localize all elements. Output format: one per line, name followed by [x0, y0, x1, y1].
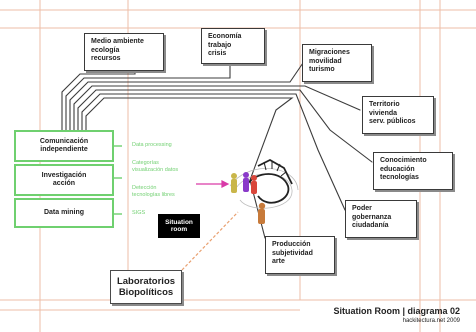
topic-line: crisis	[208, 50, 227, 57]
note-line: Detección	[132, 185, 157, 191]
wire-bundle	[61, 59, 373, 239]
dashed-link	[181, 211, 239, 271]
method-note: Data processing	[132, 142, 172, 149]
topic-line: ecología	[91, 46, 120, 54]
laboratorios-line: Laboratorios	[116, 276, 176, 287]
note-line: SIGS	[132, 210, 146, 216]
topic-line: turismo	[309, 66, 335, 73]
situation-room-line: Situation	[165, 218, 193, 226]
situation-room-line: room	[170, 226, 188, 233]
note-line: Data processing	[132, 142, 172, 148]
method-comunicacion: Comunicación independiente	[14, 130, 114, 162]
topic-line: ciudadanía	[352, 222, 389, 229]
topic-line: Medio ambiente	[91, 38, 144, 45]
note-line: tecnologías libres	[132, 192, 175, 198]
method-note: Detección tecnologías libres	[132, 185, 175, 199]
method-investigacion: Investigación acción	[14, 164, 114, 196]
topic-poder: Poder gobernanza ciudadanía	[345, 200, 417, 238]
method-line: Investigación	[41, 171, 87, 179]
note-line: Categorías	[132, 160, 159, 166]
topic-line: Economía	[208, 33, 242, 40]
flow-arrow	[196, 180, 230, 188]
topic-medio-ambiente: Medio ambiente ecología recursos	[84, 33, 164, 71]
topic-line: recursos	[91, 55, 121, 62]
note-line: visualización datos	[132, 167, 179, 173]
topic-line: Poder	[352, 205, 372, 212]
laboratorios-box: Laboratorios Biopolíticos	[110, 270, 182, 304]
laboratorios-line: Biopolíticos	[118, 287, 174, 298]
green-connectors	[114, 145, 122, 215]
method-datamining: Data mining	[14, 198, 114, 228]
topic-conocimiento: Conocimiento educación tecnologías	[373, 152, 453, 190]
topic-line: Territorio	[369, 101, 400, 108]
topic-line: serv. públicos	[369, 118, 416, 125]
topic-produccion: Producción subjetividad arte	[265, 236, 335, 274]
figures	[231, 172, 266, 224]
method-line: independiente	[40, 146, 88, 153]
topic-line: Producción	[272, 241, 311, 248]
topic-migraciones: Migraciones movilidad turismo	[302, 44, 372, 82]
method-note: SIGS	[132, 210, 145, 217]
topic-territorio: Territorio vivienda serv. públicos	[362, 96, 434, 134]
topic-line: Conocimiento	[380, 157, 427, 164]
method-note: Categorías visualización datos	[132, 160, 178, 174]
topic-economia: Economía trabajo crisis	[201, 28, 265, 64]
method-line: Comunicación	[39, 137, 89, 145]
topic-line: tecnologías	[380, 174, 419, 181]
method-line: Data mining	[43, 208, 85, 216]
topic-line: vivienda	[369, 109, 398, 117]
method-line: acción	[52, 180, 76, 187]
topic-line: Migraciones	[309, 49, 350, 56]
topic-line: gobernanza	[352, 213, 392, 221]
caption-credit: hackitectura.net 2009	[402, 318, 460, 324]
situation-room-label: Situation room	[158, 214, 200, 238]
topic-line: educación	[380, 165, 415, 173]
topic-line: movilidad	[309, 57, 342, 65]
caption-title: Situation Room | diagrama 02	[333, 306, 460, 316]
topic-line: arte	[272, 258, 285, 265]
topic-line: subjetividad	[272, 249, 313, 257]
spiral-ticks	[263, 161, 287, 177]
topic-line: trabajo	[208, 41, 232, 49]
